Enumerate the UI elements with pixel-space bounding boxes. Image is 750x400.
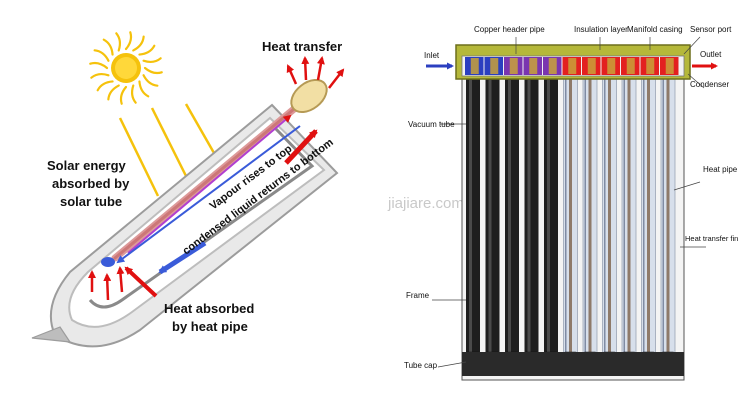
right-diagram: Copper header pipe Insulation layer Mani… bbox=[404, 25, 738, 381]
solar-energy-label: Solar energy absorbed by solar tube bbox=[47, 158, 133, 209]
tube-array bbox=[464, 75, 677, 375]
vacuum-tube bbox=[562, 75, 579, 375]
insulation-layer-label: Insulation layer bbox=[574, 25, 628, 34]
leader-lines bbox=[432, 36, 706, 368]
sun-beams bbox=[118, 103, 220, 197]
heat-transfer-arrows bbox=[286, 56, 345, 89]
condensate-flow-arrow bbox=[116, 125, 301, 264]
vacuum-tube bbox=[503, 76, 521, 375]
heat-transfer-label: Heat transfer bbox=[262, 39, 342, 54]
heat-transfer-fin-label: Heat transfer fin bbox=[685, 234, 738, 243]
tube-cap-label: Tube cap bbox=[404, 361, 438, 370]
watermark-text: jiajiare.com bbox=[387, 195, 464, 212]
manifold-casing-label: Manifold casing bbox=[627, 25, 683, 34]
frame-label: Frame bbox=[406, 291, 430, 300]
vacuum-tube bbox=[523, 76, 540, 375]
copper-header-pipe-label: Copper header pipe bbox=[474, 25, 545, 34]
vacuum-tube bbox=[542, 76, 560, 375]
vapour-flow-arrow bbox=[127, 114, 292, 254]
sensor-port-label: Sensor port bbox=[690, 25, 732, 34]
vacuum-tube-label: Vacuum tube bbox=[408, 120, 455, 129]
condenser-label: Condenser bbox=[690, 80, 729, 89]
vacuum-tube bbox=[464, 76, 482, 375]
vacuum-tube bbox=[484, 76, 501, 375]
heat-pipe bbox=[101, 78, 328, 267]
heat-absorbed-arrows bbox=[88, 266, 158, 301]
sun-icon bbox=[89, 31, 163, 105]
vacuum-tube bbox=[620, 75, 638, 375]
copper-header-pipe bbox=[461, 55, 685, 77]
outlet-label: Outlet bbox=[700, 50, 722, 59]
vacuum-tube bbox=[640, 75, 657, 375]
inlet-label: Inlet bbox=[424, 51, 440, 60]
heat-absorbed-label: Heat absorbed by heat pipe bbox=[164, 301, 258, 334]
tube-cap-bar bbox=[462, 352, 684, 376]
vacuum-tube bbox=[601, 75, 618, 375]
heat-flow-arrow bbox=[284, 129, 318, 165]
vacuum-tube bbox=[581, 75, 599, 375]
return-flow-arrow bbox=[158, 240, 207, 275]
heat-pipe-label: Heat pipe bbox=[703, 165, 738, 174]
vacuum-tube bbox=[659, 75, 677, 375]
left-diagram: Heat transfer Solar energy absorbed by s… bbox=[31, 31, 345, 348]
